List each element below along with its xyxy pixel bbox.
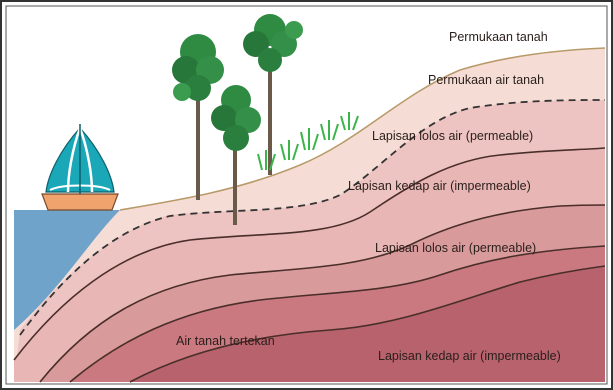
label-impermeable-layer-1: Lapisan kedap air (impermeable) <box>348 179 531 193</box>
boat-hull <box>42 194 118 210</box>
label-water-table: Permukaan air tanah <box>428 73 544 87</box>
label-ground-surface: Permukaan tanah <box>449 30 548 44</box>
label-confined-groundwater: Air tanah tertekan <box>176 334 275 348</box>
label-impermeable-layer-2: Lapisan kedap air (impermeable) <box>378 349 561 363</box>
label-permeable-layer-2: Lapisan lolos air (permeable) <box>375 241 536 255</box>
label-permeable-layer-1: Lapisan lolos air (permeable) <box>372 129 533 143</box>
